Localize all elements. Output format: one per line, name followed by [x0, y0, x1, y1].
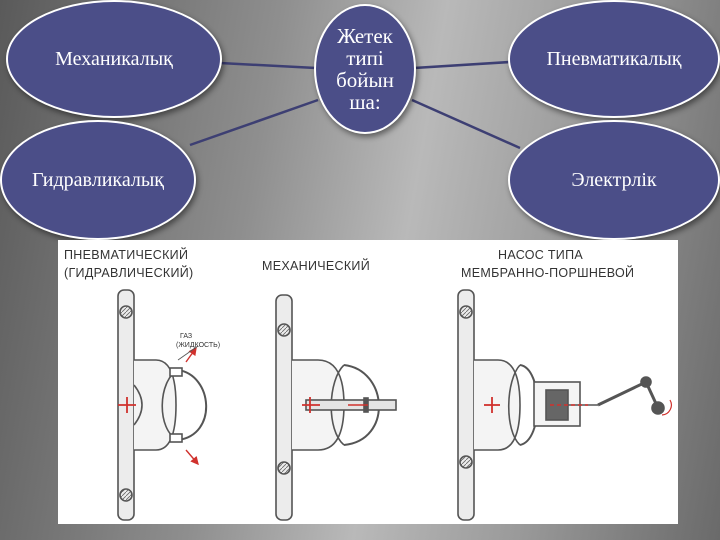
- panel1-callout-line1: ГАЗ: [180, 333, 192, 340]
- panel2-mechanical-valve: [275, 294, 397, 521]
- node-pneumatic: Пневматикалық: [508, 0, 720, 118]
- panel1-callout-line2: (ЖИДКОСТЬ): [176, 342, 220, 349]
- panel1-title-line1: ПНЕВМАТИЧЕСКИЙ: [64, 247, 188, 262]
- panel3-title-line2: МЕМБРАННО-ПОРШНЕВОЙ: [461, 265, 634, 280]
- valve-actuators-drawing: ПНЕВМАТИЧЕСКИЙ (ГИДРАВЛИЧЕСКИЙ) МЕХАНИЧЕ…: [64, 247, 672, 521]
- panel2-title: МЕХАНИЧЕСКИЙ: [262, 258, 370, 273]
- node-mechanical-label: Механикалық: [55, 48, 173, 70]
- node-electric-label: Электрлік: [571, 169, 657, 191]
- valve-actuators-figure: ПНЕВМАТИЧЕСКИЙ (ГИДРАВЛИЧЕСКИЙ) МЕХАНИЧЕ…: [58, 240, 678, 524]
- node-hydraulic-label: Гидравликалық: [31, 169, 165, 191]
- node-mechanical: Механикалық: [6, 0, 222, 118]
- node-center-drive-type: Жетек типі бойын ша:: [314, 4, 416, 134]
- node-pneumatic-label: Пневматикалық: [546, 48, 682, 70]
- center-line-1: Жетек: [337, 24, 393, 48]
- panel3-title-line1: НАСОС ТИПА: [498, 248, 583, 262]
- panel1-title-line2: (ГИДРАВЛИЧЕСКИЙ): [64, 265, 194, 280]
- center-line-4: ша:: [349, 90, 381, 114]
- node-electric: Электрлік: [508, 120, 720, 240]
- center-line-2: типі: [346, 46, 384, 70]
- node-hydraulic: Гидравликалық: [0, 120, 196, 240]
- center-line-3: бойын: [336, 68, 394, 92]
